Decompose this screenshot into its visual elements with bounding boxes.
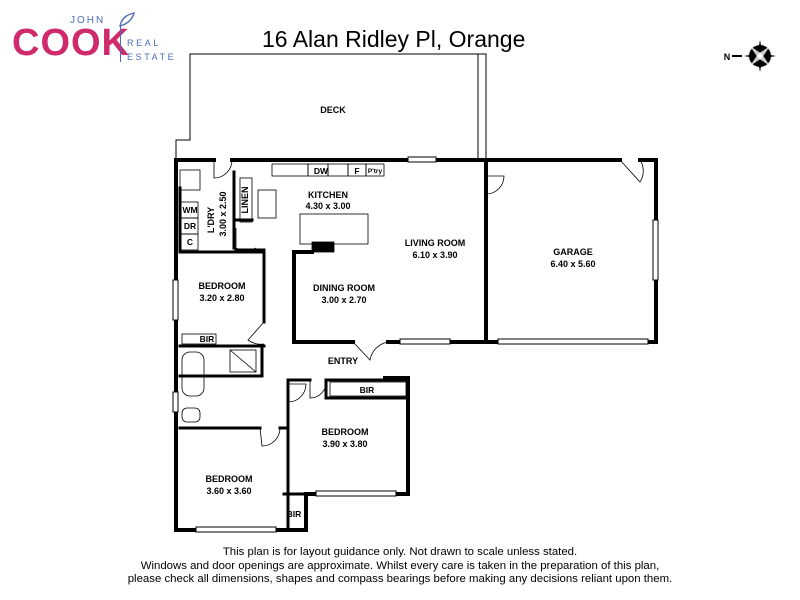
linen-label: LINEN xyxy=(240,187,250,214)
laundry-label: L'DRY xyxy=(206,207,216,233)
pantry-label: P'try xyxy=(368,168,383,175)
disclaimer-line-2: Windows and door openings are approximat… xyxy=(140,559,660,572)
windows xyxy=(172,156,659,533)
compass-letter: N xyxy=(724,52,731,62)
bir-sw-label: BIR xyxy=(287,509,302,519)
logo-divider xyxy=(120,26,121,62)
kitchen-fittings xyxy=(239,163,385,253)
dining-room-dims: 3.00 x 2.70 xyxy=(321,295,366,305)
fridge-label: F xyxy=(354,166,359,176)
compass-n-icon xyxy=(732,40,776,72)
garage-label: GARAGE xyxy=(553,247,593,257)
bedroom-center-label: BEDROOM xyxy=(322,427,369,437)
disclaimer-line-1: This plan is for layout guidance only. N… xyxy=(222,546,578,558)
page-title: 16 Alan Ridley Pl, Orange xyxy=(262,26,526,52)
logo-main-name: COOK xyxy=(12,22,130,64)
living-room-dims: 6.10 x 3.90 xyxy=(412,250,457,260)
kitchen-dims: 4.30 x 3.00 xyxy=(305,201,350,211)
bedroom-center-dims: 3.90 x 3.80 xyxy=(322,439,367,449)
bedroom-sw-label: BEDROOM xyxy=(206,474,253,484)
dishwasher-label: DW xyxy=(314,166,329,176)
laundry-fittings xyxy=(179,169,201,251)
bedroom-nw-dims: 3.20 x 2.80 xyxy=(199,293,244,303)
logo-first-name: JOHN xyxy=(70,15,106,26)
kitchen-label: KITCHEN xyxy=(308,190,348,200)
logo-sub-line-1: REAL xyxy=(127,38,161,48)
bedroom-sw-dims: 3.60 x 3.60 xyxy=(206,486,251,496)
leaf-icon xyxy=(119,12,135,27)
cupboard-label: C xyxy=(187,237,193,247)
laundry-dims: 3.00 x 2.50 xyxy=(218,191,228,236)
washing-machine-label: WM xyxy=(182,205,197,215)
bedroom-nw-label: BEDROOM xyxy=(199,281,246,291)
disclaimer-line-3: please check all dimensions, shapes and … xyxy=(127,573,673,585)
logo-sub-line-2: ESTATE xyxy=(127,52,177,62)
dining-room-label: DINING ROOM xyxy=(313,283,375,293)
bir-center-label: BIR xyxy=(360,385,375,395)
bir-nw-label: BIR xyxy=(200,334,215,344)
deck-label: DECK xyxy=(320,105,346,115)
deck-outline xyxy=(175,53,487,160)
disclaimer: This plan is for layout guidance only. N… xyxy=(100,546,700,587)
garage-dims: 6.40 x 5.60 xyxy=(550,259,595,269)
living-room-label: LIVING ROOM xyxy=(405,238,466,248)
bathroom-fittings xyxy=(181,333,407,423)
dryer-label: DR xyxy=(184,221,196,231)
door-swings xyxy=(213,159,644,447)
entry-label: ENTRY xyxy=(328,356,358,366)
